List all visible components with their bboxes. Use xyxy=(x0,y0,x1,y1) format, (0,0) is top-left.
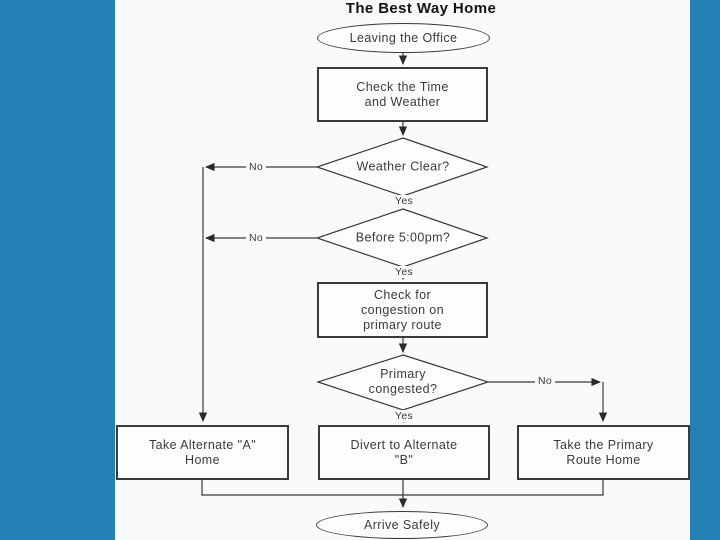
right-blue-panel xyxy=(690,0,720,540)
node-take-primary-route: Take the Primary Route Home xyxy=(517,425,690,480)
left-blue-panel xyxy=(0,0,115,540)
decision-before-5pm-label: Before 5:00pm? xyxy=(355,230,451,245)
edge-label-before5-no: No xyxy=(245,232,267,244)
edge-label-weather-no: No xyxy=(245,161,267,173)
flowchart-title: The Best Way Home xyxy=(345,0,497,17)
node-check-time-weather: Check the Time and Weather xyxy=(317,67,488,122)
edge-label-weather-yes: Yes xyxy=(391,195,417,207)
decision-weather-clear-label: Weather Clear? xyxy=(356,159,450,174)
edge-label-congested-no: No xyxy=(534,375,556,387)
node-divert-alternate-b: Divert to Alternate "B" xyxy=(318,425,490,480)
node-check-congestion: Check for congestion on primary route xyxy=(317,282,488,338)
node-arrive-terminator: Arrive Safely xyxy=(316,511,488,539)
decision-primary-congested-label: Primary congested? xyxy=(368,367,438,396)
edge-label-before5-yes: Yes xyxy=(391,266,417,278)
node-take-alternate-a: Take Alternate "A" Home xyxy=(116,425,289,480)
edge-label-congested-yes: Yes xyxy=(391,410,417,422)
node-start-terminator: Leaving the Office xyxy=(317,23,490,53)
